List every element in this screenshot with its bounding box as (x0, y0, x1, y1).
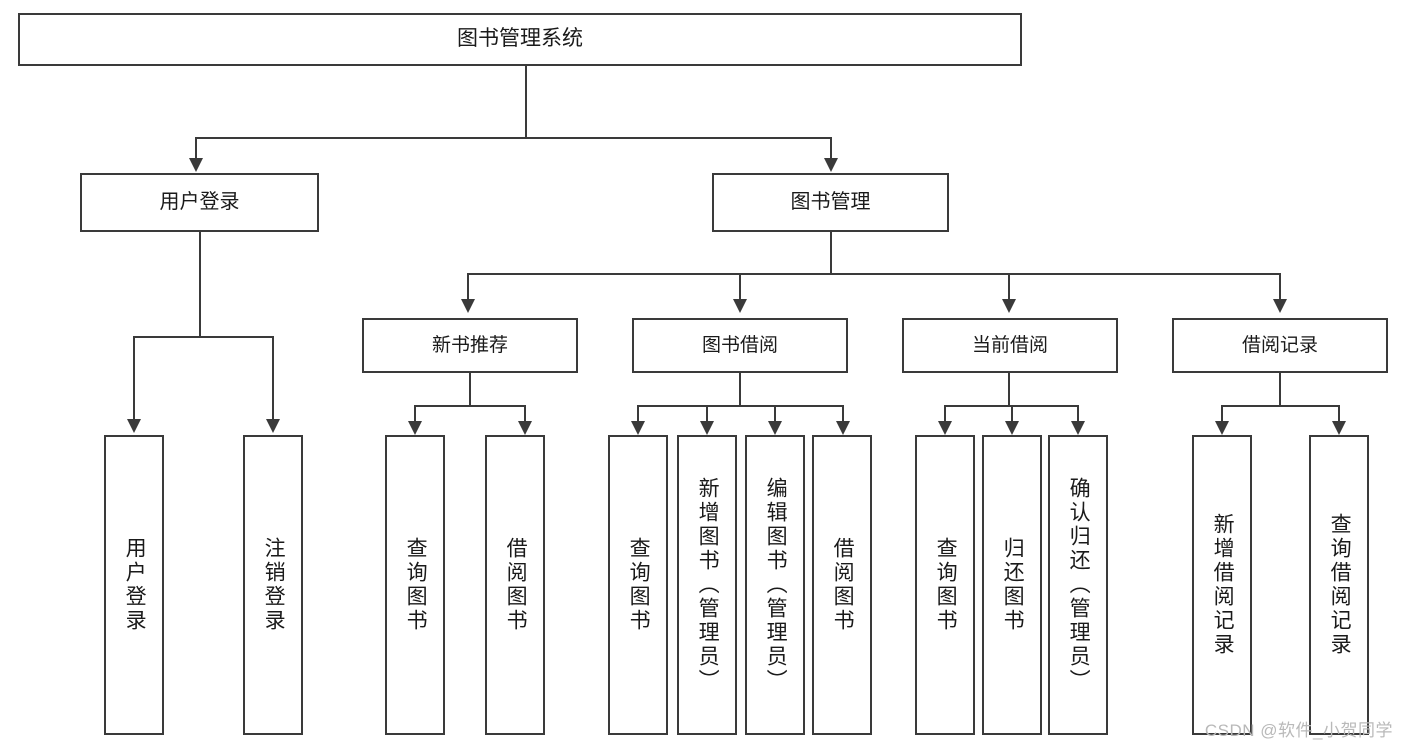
node-label: 图书管理系统 (457, 27, 583, 51)
leaf-node-query-book-current[interactable]: 查询图书 (915, 435, 975, 735)
connector-new-book-bus (414, 405, 526, 407)
leaf-node-query-book-borrow[interactable]: 查询图书 (608, 435, 668, 735)
node-user-login[interactable]: 用户登录 (80, 173, 319, 232)
leaf-label: 新增借阅记录 (1211, 513, 1235, 657)
connector-book-manage-trunk (830, 232, 832, 274)
arrow-borrow-record-leaf1 (1215, 421, 1229, 435)
connector-new-book-leaf1 (414, 405, 416, 422)
leaf-node-borrow-book[interactable]: 借阅图书 (812, 435, 872, 735)
connector-to-new-book (467, 273, 469, 300)
node-book-borrow[interactable]: 图书借阅 (632, 318, 848, 373)
node-label: 用户登录 (159, 191, 240, 213)
connector-to-book-borrow (739, 273, 741, 300)
leaf-label: 归还图书 (1001, 537, 1025, 633)
leaf-node-query-borrow-record[interactable]: 查询借阅记录 (1309, 435, 1369, 735)
connector-current-borrow-leaf3 (1077, 405, 1079, 422)
connector-current-borrow-trunk (1008, 373, 1010, 406)
arrow-current-borrow-leaf3 (1071, 421, 1085, 435)
connector-current-borrow-leaf2 (1011, 405, 1013, 422)
arrow-book-borrow-leaf2 (700, 421, 714, 435)
connector-book-borrow-leaf2 (706, 405, 708, 422)
connector-book-borrow-leaf3 (774, 405, 776, 422)
connector-borrow-record-bus (1221, 405, 1340, 407)
leaf-label: 编辑图书（管理员） (764, 477, 788, 693)
leaf-node-logout[interactable]: 注销登录 (243, 435, 303, 735)
connector-borrow-record-trunk (1279, 373, 1281, 406)
connector-book-borrow-bus (637, 405, 843, 407)
connector-book-borrow-leaf4 (842, 405, 844, 422)
connector-book-borrow-leaf1 (637, 405, 639, 422)
connector-to-current-borrow (1008, 273, 1010, 300)
node-current-borrow[interactable]: 当前借阅 (902, 318, 1118, 373)
node-label: 当前借阅 (971, 334, 1048, 356)
arrow-user-login-leaf2 (266, 419, 280, 433)
leaf-node-return-book[interactable]: 归还图书 (982, 435, 1042, 735)
arrow-book-borrow-leaf1 (631, 421, 645, 435)
node-label: 新书推荐 (431, 334, 508, 356)
connector-user-login-leaf2 (272, 336, 274, 420)
node-book-management[interactable]: 图书管理 (712, 173, 949, 232)
connector-borrow-record-leaf1 (1221, 405, 1223, 422)
leaf-node-confirm-return-admin[interactable]: 确认归还（管理员） (1048, 435, 1108, 735)
connector-to-borrow-record (1279, 273, 1281, 300)
connector-user-login-leaf1 (133, 336, 135, 420)
connector-book-manage-bus (467, 273, 1281, 275)
leaf-node-edit-book-admin[interactable]: 编辑图书（管理员） (745, 435, 805, 735)
node-label: 图书管理 (790, 191, 871, 213)
arrow-to-borrow-record (1273, 299, 1287, 313)
leaf-label: 确认归还（管理员） (1067, 477, 1091, 693)
arrow-current-borrow-leaf1 (938, 421, 952, 435)
arrow-new-book-leaf1 (408, 421, 422, 435)
leaf-node-add-borrow-record[interactable]: 新增借阅记录 (1192, 435, 1252, 735)
leaf-label: 查询图书 (934, 537, 958, 633)
leaf-label: 借阅图书 (504, 537, 528, 633)
connector-user-login-bus (133, 336, 273, 338)
leaf-label: 借阅图书 (831, 537, 855, 633)
leaf-node-add-book-admin[interactable]: 新增图书（管理员） (677, 435, 737, 735)
node-new-book-recommend[interactable]: 新书推荐 (362, 318, 578, 373)
leaf-label: 查询图书 (404, 537, 428, 633)
node-label: 图书借阅 (701, 334, 778, 356)
leaf-node-borrow-book-recommend[interactable]: 借阅图书 (485, 435, 545, 735)
connector-new-book-leaf2 (524, 405, 526, 422)
leaf-label: 查询借阅记录 (1328, 513, 1352, 657)
arrow-borrow-record-leaf2 (1332, 421, 1346, 435)
leaf-node-user-login[interactable]: 用户登录 (104, 435, 164, 735)
node-root-system[interactable]: 图书管理系统 (18, 13, 1022, 66)
connector-to-book-manage (830, 137, 832, 162)
arrow-to-new-book (461, 299, 475, 313)
leaf-label: 注销登录 (262, 537, 286, 633)
arrow-to-book-manage (824, 158, 838, 172)
node-borrow-record[interactable]: 借阅记录 (1172, 318, 1388, 373)
connector-to-user-login (195, 137, 197, 162)
arrow-to-user-login (189, 158, 203, 172)
connector-new-book-trunk (469, 373, 471, 406)
arrow-book-borrow-leaf3 (768, 421, 782, 435)
connector-root-trunk (525, 66, 527, 138)
node-label: 借阅记录 (1241, 334, 1318, 356)
arrow-user-login-leaf1 (127, 419, 141, 433)
arrow-current-borrow-leaf2 (1005, 421, 1019, 435)
connector-user-login-trunk (199, 232, 201, 337)
watermark-text: CSDN @软件_小贺同学 (1204, 721, 1393, 740)
connector-book-borrow-trunk (739, 373, 741, 406)
leaf-label: 查询图书 (627, 537, 651, 633)
leaf-node-query-book-recommend[interactable]: 查询图书 (385, 435, 445, 735)
leaf-label: 新增图书（管理员） (696, 477, 720, 693)
arrow-new-book-leaf2 (518, 421, 532, 435)
connector-borrow-record-leaf2 (1338, 405, 1340, 422)
connector-current-borrow-leaf1 (944, 405, 946, 422)
arrow-to-book-borrow (733, 299, 747, 313)
connector-root-bus (195, 137, 832, 139)
leaf-label: 用户登录 (123, 537, 147, 633)
arrow-to-current-borrow (1002, 299, 1016, 313)
arrow-book-borrow-leaf4 (836, 421, 850, 435)
